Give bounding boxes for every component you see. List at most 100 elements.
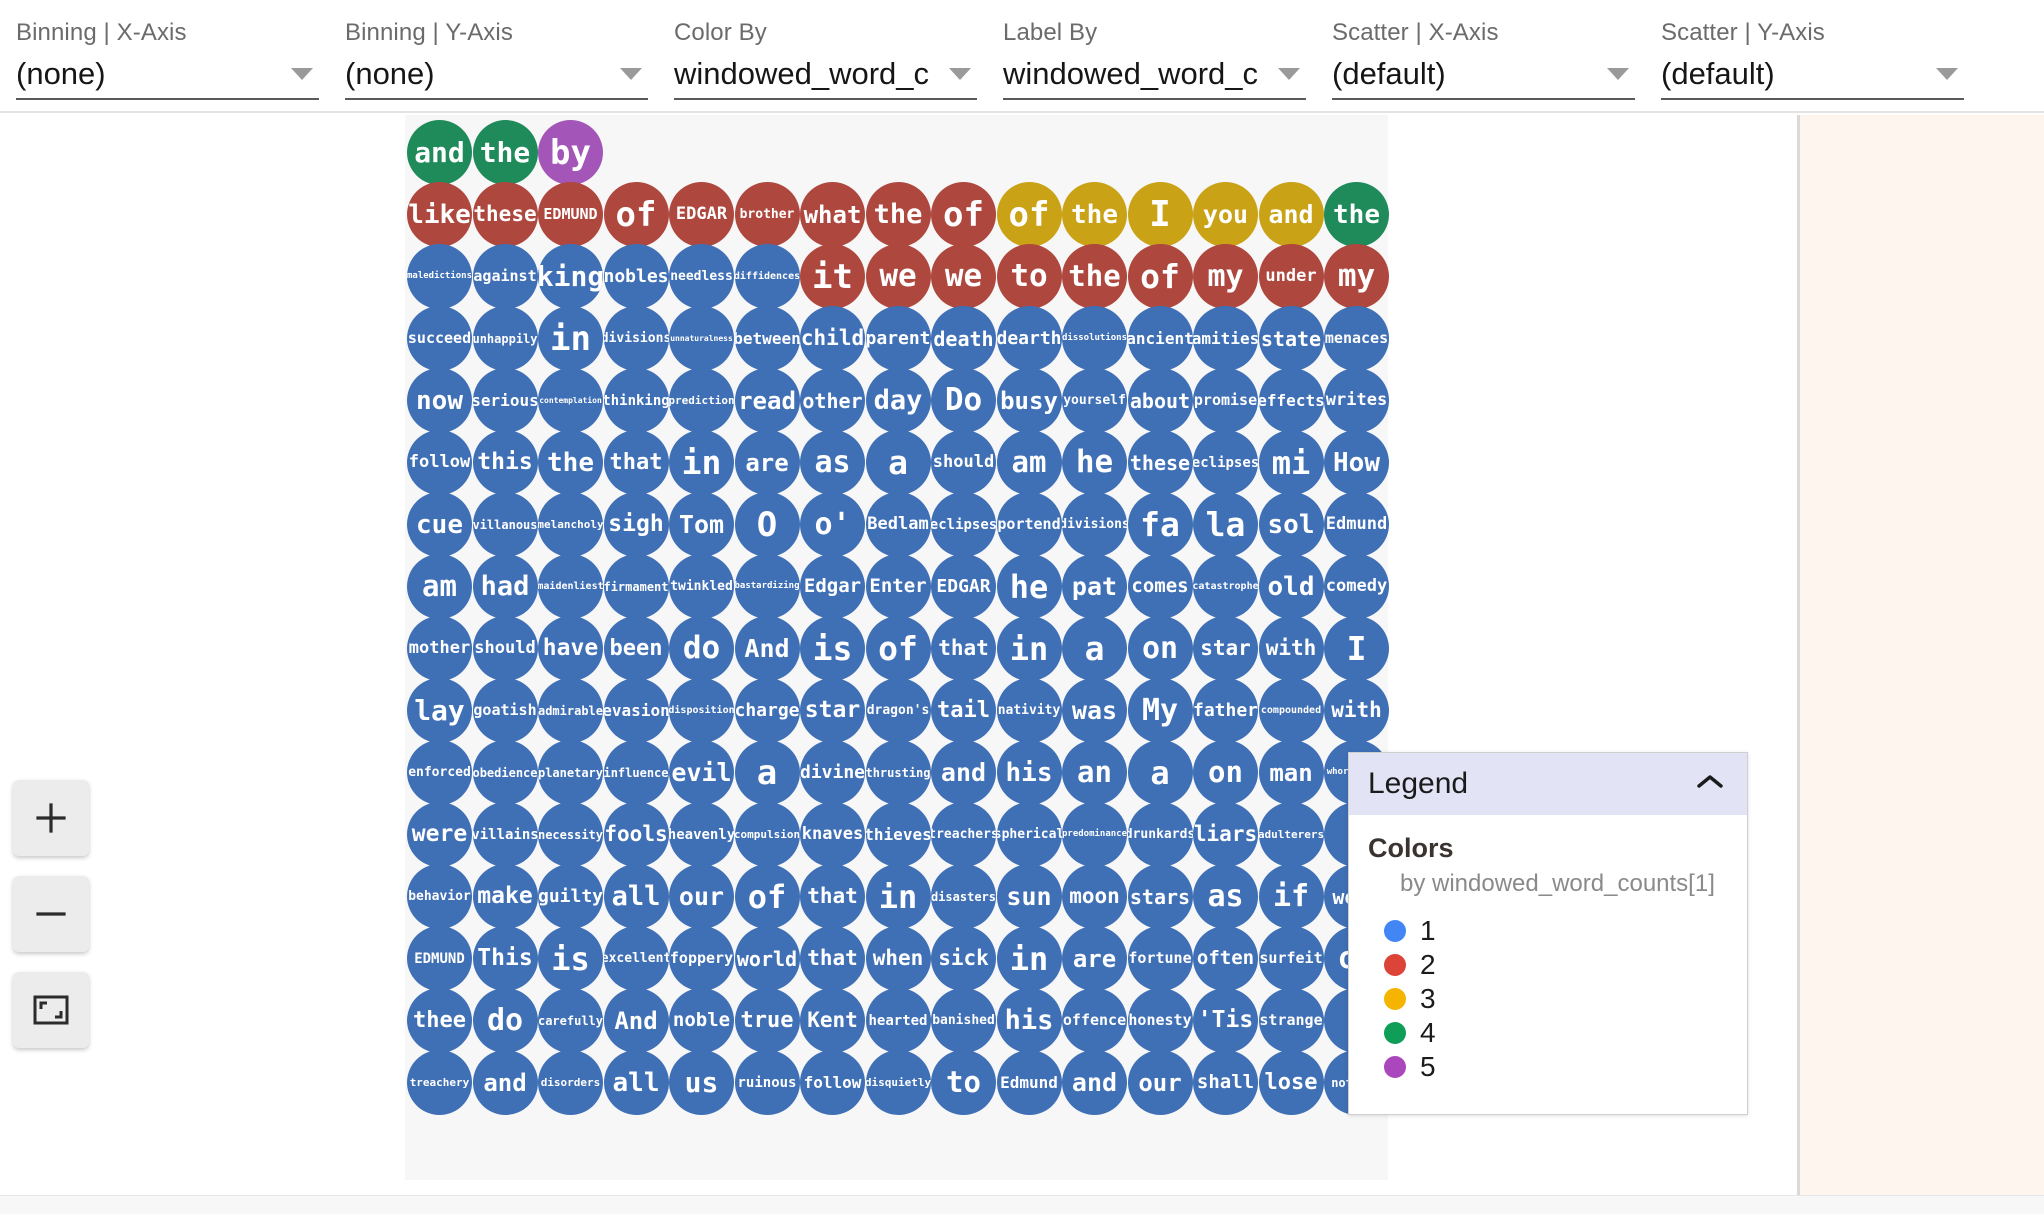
- word-bubble[interactable]: what: [800, 182, 865, 247]
- word-bubble[interactable]: a: [734, 740, 800, 805]
- word-bubble[interactable]: charge: [734, 678, 800, 743]
- word-bubble[interactable]: serious: [472, 368, 538, 433]
- word-bubble[interactable]: sun: [996, 864, 1062, 929]
- word-bubble[interactable]: all: [603, 1050, 669, 1115]
- word-bubble[interactable]: liars: [1193, 802, 1258, 867]
- word-bubble[interactable]: thinking: [603, 368, 669, 433]
- word-bubble[interactable]: mi: [1258, 430, 1324, 495]
- word-bubble[interactable]: in: [996, 616, 1062, 681]
- word-bubble[interactable]: of: [996, 182, 1062, 247]
- word-bubble[interactable]: O: [734, 492, 800, 557]
- word-bubble[interactable]: state: [1258, 306, 1324, 371]
- word-bubble[interactable]: excellent: [603, 926, 669, 991]
- word-bubble[interactable]: his: [996, 988, 1062, 1053]
- word-bubble[interactable]: follow: [407, 430, 472, 495]
- word-bubble[interactable]: How: [1324, 430, 1389, 495]
- word-bubble[interactable]: treachery: [407, 1050, 472, 1115]
- word-bubble[interactable]: comedy: [1324, 554, 1389, 619]
- legend-entry[interactable]: 1: [1368, 914, 1747, 948]
- word-bubble[interactable]: goatish: [472, 678, 538, 743]
- word-bubble[interactable]: diffidences: [734, 244, 800, 309]
- word-bubble[interactable]: are: [1062, 926, 1127, 991]
- chevron-down-icon[interactable]: [1607, 68, 1629, 80]
- word-bubble[interactable]: and: [1062, 1050, 1127, 1115]
- word-bubble[interactable]: villanous: [472, 492, 538, 557]
- word-bubble[interactable]: we: [865, 244, 931, 309]
- word-bubble[interactable]: ruinous: [734, 1050, 800, 1115]
- word-bubble[interactable]: maidenliest: [538, 554, 603, 619]
- word-bubble[interactable]: twinkled: [669, 554, 734, 619]
- word-bubble[interactable]: in: [865, 864, 931, 929]
- word-bubble[interactable]: in: [538, 306, 603, 371]
- word-bubble[interactable]: other: [800, 368, 865, 433]
- word-bubble[interactable]: nobles: [603, 244, 669, 309]
- word-bubble[interactable]: the: [865, 182, 931, 247]
- word-bubble[interactable]: Bedlam: [865, 492, 931, 557]
- word-bubble[interactable]: of: [931, 182, 996, 247]
- chevron-down-icon[interactable]: [291, 68, 313, 80]
- word-bubble[interactable]: drunkards: [1127, 802, 1193, 867]
- word-bubble[interactable]: la: [1193, 492, 1258, 557]
- word-bubble[interactable]: sick: [931, 926, 996, 991]
- word-bubble[interactable]: he: [996, 554, 1062, 619]
- word-bubble[interactable]: the: [1062, 182, 1127, 247]
- word-bubble[interactable]: surfeit: [1258, 926, 1324, 991]
- word-bubble[interactable]: nativity: [996, 678, 1062, 743]
- word-bubble[interactable]: now: [407, 368, 472, 433]
- word-bubble[interactable]: dragon's: [865, 678, 931, 743]
- word-bubble[interactable]: effects: [1258, 368, 1324, 433]
- word-bubble[interactable]: a: [1062, 616, 1127, 681]
- word-bubble[interactable]: treachers: [931, 802, 996, 867]
- word-bubble[interactable]: contemplation: [538, 368, 603, 433]
- word-bubble[interactable]: EDGAR: [669, 182, 734, 247]
- word-bubble[interactable]: carefully: [538, 988, 603, 1053]
- scatter-y-axis-select[interactable]: (default): [1661, 48, 1964, 100]
- word-bubble[interactable]: noble: [669, 988, 734, 1053]
- word-bubble[interactable]: my: [1193, 244, 1258, 309]
- word-bubble[interactable]: sigh: [603, 492, 669, 557]
- label-by-select[interactable]: windowed_word_c: [1003, 48, 1306, 100]
- word-bubble[interactable]: and: [931, 740, 996, 805]
- word-bubble[interactable]: sol: [1258, 492, 1324, 557]
- word-bubble[interactable]: day: [865, 368, 931, 433]
- word-bubble[interactable]: offence: [1062, 988, 1127, 1053]
- word-bubble[interactable]: with: [1324, 678, 1389, 743]
- word-bubble[interactable]: moon: [1062, 864, 1127, 929]
- legend-entry[interactable]: 4: [1368, 1016, 1747, 1050]
- word-bubble[interactable]: in: [669, 430, 734, 495]
- word-bubble[interactable]: EDGAR: [931, 554, 996, 619]
- zoom-in-button[interactable]: [13, 780, 89, 856]
- word-bubble[interactable]: Enter: [865, 554, 931, 619]
- word-bubble[interactable]: our: [1127, 1050, 1193, 1115]
- word-bubble[interactable]: compounded: [1258, 678, 1324, 743]
- word-bubble[interactable]: divisions: [1062, 492, 1127, 557]
- word-bubble[interactable]: behavior: [407, 864, 472, 929]
- word-bubble[interactable]: disposition: [669, 678, 734, 743]
- word-bubble[interactable]: these: [472, 182, 538, 247]
- word-bubble[interactable]: prediction: [669, 368, 734, 433]
- word-bubble[interactable]: it: [800, 244, 865, 309]
- word-bubble[interactable]: read: [734, 368, 800, 433]
- word-bubble[interactable]: when: [865, 926, 931, 991]
- word-bubble[interactable]: writes: [1324, 368, 1389, 433]
- word-bubble[interactable]: melancholy: [538, 492, 603, 557]
- word-bubble[interactable]: firmament: [603, 554, 669, 619]
- word-bubble[interactable]: cue: [407, 492, 472, 557]
- word-bubble[interactable]: and: [407, 120, 472, 185]
- word-bubble[interactable]: disquietly: [865, 1050, 931, 1115]
- word-bubble[interactable]: Do: [931, 368, 996, 433]
- word-bubble[interactable]: am: [996, 430, 1062, 495]
- word-bubble[interactable]: Kent: [800, 988, 865, 1053]
- word-bubble[interactable]: do: [472, 988, 538, 1053]
- legend-header[interactable]: Legend: [1349, 753, 1747, 815]
- word-bubble[interactable]: fools: [603, 802, 669, 867]
- word-bubble[interactable]: against: [472, 244, 538, 309]
- word-bubble[interactable]: Edmund: [996, 1050, 1062, 1115]
- word-bubble[interactable]: by: [538, 120, 603, 185]
- color-by-select[interactable]: windowed_word_c: [674, 48, 977, 100]
- legend-entry[interactable]: 2: [1368, 948, 1747, 982]
- word-bubble[interactable]: stars: [1127, 864, 1193, 929]
- chevron-down-icon[interactable]: [620, 68, 642, 80]
- word-bubble[interactable]: strange: [1258, 988, 1324, 1053]
